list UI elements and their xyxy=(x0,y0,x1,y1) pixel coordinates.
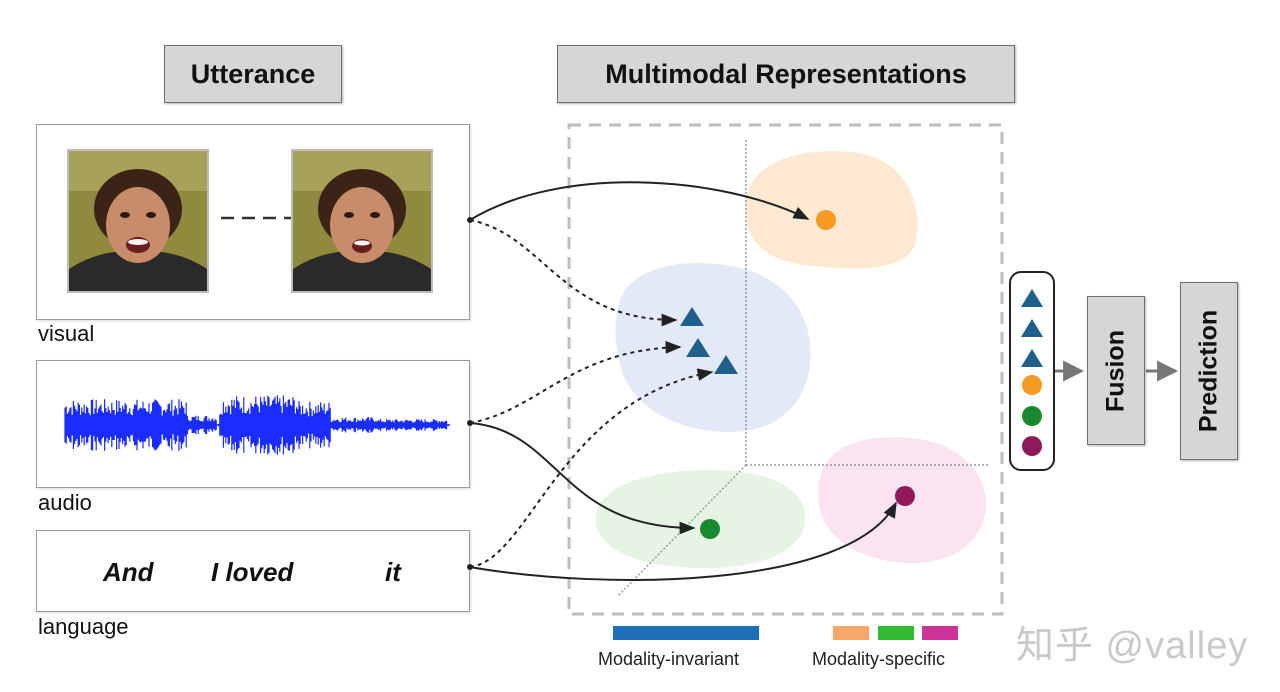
visual-port xyxy=(467,217,473,223)
invariant-region xyxy=(615,262,811,433)
language-label: language xyxy=(38,614,129,639)
visual-label: visual xyxy=(38,321,95,346)
stack-markers xyxy=(1021,289,1043,456)
utterance-header: Utterance xyxy=(164,45,342,103)
legend-specific-label: Modality-specific xyxy=(812,649,946,669)
orange-specific-region xyxy=(745,151,918,269)
legend-invariant-bar xyxy=(613,626,759,640)
word-and: And xyxy=(103,557,154,587)
fusion-label: Fusion xyxy=(1101,329,1130,412)
stack-triangle-1 xyxy=(1021,289,1043,307)
face-image-first xyxy=(69,151,207,291)
language-port xyxy=(467,564,473,570)
waveform-trace xyxy=(64,395,450,455)
legend-specific-bar-green xyxy=(878,626,914,640)
fusion-box: Fusion xyxy=(1087,296,1145,445)
legend-specific-bar-pink xyxy=(922,626,958,640)
green-dot xyxy=(700,519,720,539)
arrow-language-to-pink xyxy=(469,501,897,581)
prediction-label: Prediction xyxy=(1194,309,1223,433)
stack-dot-green xyxy=(1022,406,1042,426)
invariant-triangle-2 xyxy=(686,338,710,357)
arrow-visual-to-invariant xyxy=(469,219,678,327)
language-panel: And I loved it xyxy=(36,530,470,612)
legend-invariant-label: Modality-invariant xyxy=(598,649,740,669)
stack-triangle-2 xyxy=(1021,319,1043,337)
face-frame-last xyxy=(291,149,433,293)
stack-dot-orange xyxy=(1022,375,1042,395)
orange-dot xyxy=(816,210,836,230)
word-it: it xyxy=(385,557,401,587)
watermark: 知乎 @valley xyxy=(1016,625,1249,667)
word-i-loved: I loved xyxy=(211,557,294,587)
audio-port xyxy=(467,420,473,426)
stack-dot-purple xyxy=(1022,436,1042,456)
utterance-header-text: Utterance xyxy=(190,58,316,89)
purple-dot xyxy=(895,486,915,506)
depth-axis xyxy=(617,464,747,597)
arrow-visual-to-orange xyxy=(469,181,810,221)
invariant-triangle-3 xyxy=(714,355,738,374)
invariant-triangle-1 xyxy=(680,307,704,326)
arrow-audio-to-invariant xyxy=(469,341,682,424)
prediction-box: Prediction xyxy=(1180,282,1238,460)
green-specific-region xyxy=(595,470,805,568)
arrow-language-to-invariant xyxy=(469,368,714,568)
multimodal-header: Multimodal Representations xyxy=(557,45,1015,103)
multimodal-header-text: Multimodal Representations xyxy=(605,58,967,89)
audio-label: audio xyxy=(38,490,92,515)
face-image-last xyxy=(293,151,431,291)
face-frame-first xyxy=(67,149,209,293)
audio-waveform xyxy=(64,395,450,455)
representation-stack xyxy=(1009,271,1055,471)
frame-ellipsis-dashes xyxy=(221,216,291,220)
legend-specific-bar-orange xyxy=(833,626,869,640)
arrow-audio-to-green xyxy=(469,422,696,535)
visual-panel xyxy=(36,124,470,320)
audio-panel xyxy=(36,360,470,488)
stack-triangle-3 xyxy=(1021,349,1043,367)
